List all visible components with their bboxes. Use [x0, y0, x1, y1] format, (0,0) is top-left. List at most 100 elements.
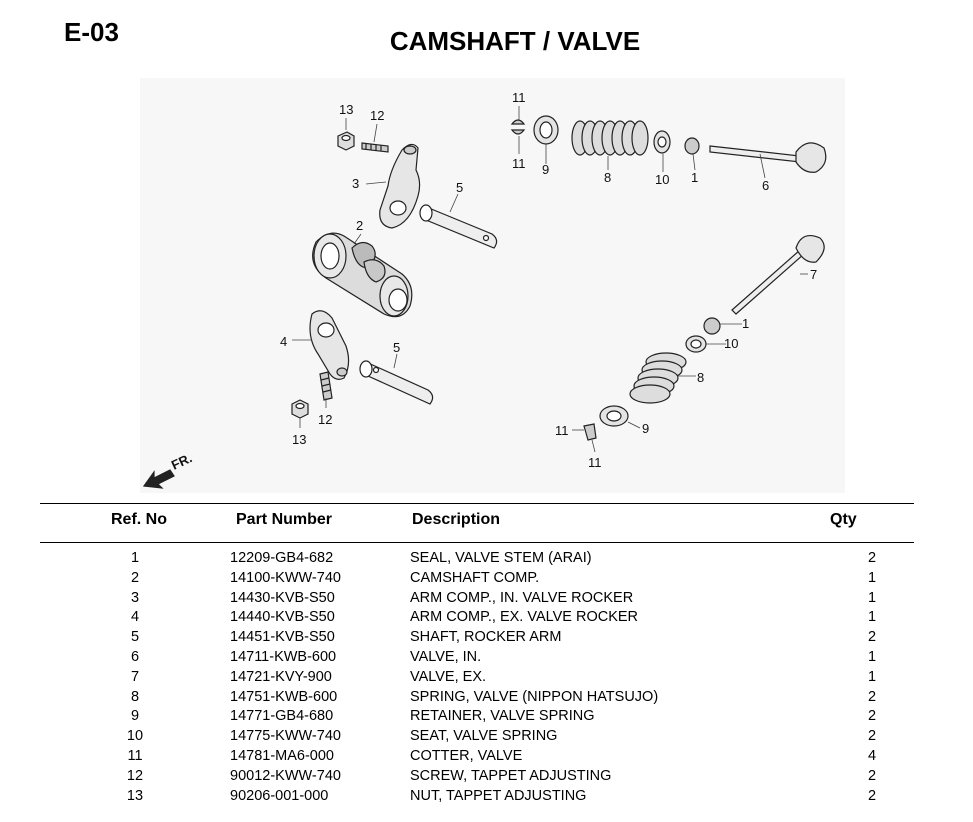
- table-row: 13 90206-001-000 NUT, TAPPET ADJUSTING 2: [40, 787, 914, 807]
- ref-no-cell: 1: [130, 550, 140, 566]
- description-cell: VALVE, EX.: [410, 668, 487, 685]
- description-cell: RETAINER, VALVE SPRING: [410, 708, 595, 725]
- callout-1b: 1: [742, 316, 749, 331]
- callout-9b: 9: [642, 421, 649, 436]
- part-number-cell: 90012-KWW-740: [230, 767, 341, 784]
- front-arrow: [142, 469, 175, 489]
- page-code: E-03: [64, 17, 119, 47]
- header-description: Description: [412, 511, 501, 528]
- part-number-cell: 14430-KVB-S50: [230, 589, 335, 606]
- ref-no-cell: 4: [130, 609, 140, 626]
- callout-11d: 11: [588, 455, 602, 470]
- ref-no-cell: 12: [126, 767, 144, 784]
- ref-no-cell: 6: [130, 648, 140, 665]
- qty-cell: 2: [867, 787, 877, 804]
- qty-cell: 2: [867, 550, 877, 566]
- tappet-nut-bottom: [291, 399, 309, 419]
- callout-2: 2: [356, 218, 363, 233]
- description-cell: CAMSHAFT COMP.: [410, 569, 540, 586]
- table-header-rule: [40, 542, 914, 543]
- description-cell: SEAT, VALVE SPRING: [410, 728, 558, 745]
- ref-no-cell: 8: [130, 688, 140, 705]
- callout-8b: 8: [697, 370, 704, 385]
- callout-6: 6: [762, 178, 769, 193]
- ref-no-cell: 2: [130, 569, 140, 586]
- rocker-shaft-bottom: [359, 360, 434, 405]
- qty-cell: 2: [867, 767, 877, 784]
- parts-diagram: FR. 13 12 3 5 2 4 5 12 13 11 11 9 8 10 1…: [140, 78, 845, 493]
- page-title: CAMSHAFT / VALVE: [389, 26, 641, 56]
- description-cell: SHAFT, ROCKER ARM: [410, 629, 562, 646]
- ref-no-cell: 5: [130, 629, 140, 646]
- qty-cell: 1: [867, 648, 877, 665]
- callout-1a: 1: [691, 170, 698, 185]
- part-number-cell: 14451-KVB-S50: [230, 629, 335, 646]
- part-number-cell: 14771-GB4-680: [230, 708, 334, 725]
- table-row: 4 14440-KVB-S50 ARM COMP., EX. VALVE ROCKE…: [40, 608, 914, 628]
- description-cell: SEAL, VALVE STEM (ARAI): [410, 550, 592, 566]
- front-label: FR.: [169, 450, 194, 472]
- qty-cell: 2: [867, 629, 877, 646]
- description-cell: SPRING, VALVE (NIPPON HATSUJO): [410, 688, 659, 705]
- ref-no-cell: 10: [126, 728, 144, 745]
- callout-12b: 12: [318, 412, 332, 427]
- ref-no-cell: 11: [127, 747, 143, 764]
- part-number-cell: 14711-KWB-600: [230, 648, 337, 665]
- adjust-screw-top: [361, 142, 389, 153]
- description-cell: VALVE, IN.: [410, 648, 482, 665]
- valve-train-bottom: [583, 235, 825, 441]
- qty-cell: 4: [867, 747, 877, 764]
- description-cell: ARM COMP., IN. VALVE ROCKER: [410, 589, 634, 606]
- callout-12a: 12: [370, 108, 384, 123]
- callout-13b: 13: [292, 432, 306, 447]
- callout-5a: 5: [456, 180, 463, 195]
- callout-10b: 10: [724, 336, 738, 351]
- ref-no-cell: 7: [130, 668, 140, 685]
- description-cell: COTTER, VALVE: [410, 747, 523, 764]
- header-ref-no: Ref. No: [111, 511, 167, 528]
- qty-cell: 1: [867, 609, 877, 626]
- exploded-view-drawing: FR. 13 12 3 5 2 4 5 12 13 11 11 9 8 10 1…: [142, 90, 827, 489]
- rocker-arm-ex: [309, 310, 350, 380]
- description-cell: ARM COMP., EX. VALVE ROCKER: [410, 609, 639, 626]
- callout-11c: 11: [555, 423, 569, 438]
- part-number-cell: 14440-KVB-S50: [230, 609, 335, 626]
- table-row: 6 14711-KWB-600 VALVE, IN. 1: [40, 648, 914, 668]
- part-number-cell: 14781-MA6-000: [230, 747, 334, 764]
- description-cell: NUT, TAPPET ADJUSTING: [410, 787, 587, 804]
- table-top-rule: [40, 503, 914, 504]
- table-row: 8 14751-KWB-600 SPRING, VALVE (NIPPON HATS…: [40, 688, 914, 708]
- callout-11b: 11: [512, 156, 526, 171]
- part-number-cell: 14751-KWB-600: [230, 688, 338, 705]
- part-number-cell: 14775-KWW-740: [230, 728, 341, 745]
- qty-cell: 2: [867, 688, 877, 705]
- table-row: 3 14430-KVB-S50 ARM COMP., IN. VALVE ROCKE…: [40, 589, 914, 609]
- callout-11a: 11: [512, 90, 526, 105]
- qty-cell: 1: [867, 569, 877, 586]
- valve-train-top: [510, 115, 827, 173]
- table-row: 1 12209-GB4-682 SEAL, VALVE STEM (ARAI) 2: [40, 549, 914, 569]
- adjust-screw-bottom: [319, 371, 333, 401]
- part-number-cell: 14100-KWW-740: [230, 569, 341, 586]
- header-qty: Qty: [830, 511, 857, 528]
- ref-no-cell: 3: [130, 589, 140, 606]
- table-row: 2 14100-KWW-740 CAMSHAFT COMP. 1: [40, 569, 914, 589]
- qty-cell: 1: [867, 668, 877, 685]
- camshaft: [312, 232, 413, 318]
- rocker-shaft-top: [419, 204, 498, 249]
- rocker-arm-in: [379, 143, 421, 229]
- part-number-cell: 12209-GB4-682: [230, 550, 334, 566]
- header-part-number: Part Number: [236, 511, 333, 528]
- ref-no-cell: 9: [130, 708, 140, 725]
- table-row: 5 14451-KVB-S50 SHAFT, ROCKER ARM 2: [40, 628, 914, 648]
- callout-7: 7: [810, 267, 817, 282]
- callout-8a: 8: [604, 170, 611, 185]
- part-number-cell: 90206-001-000: [230, 787, 329, 804]
- ref-no-cell: 13: [126, 787, 144, 804]
